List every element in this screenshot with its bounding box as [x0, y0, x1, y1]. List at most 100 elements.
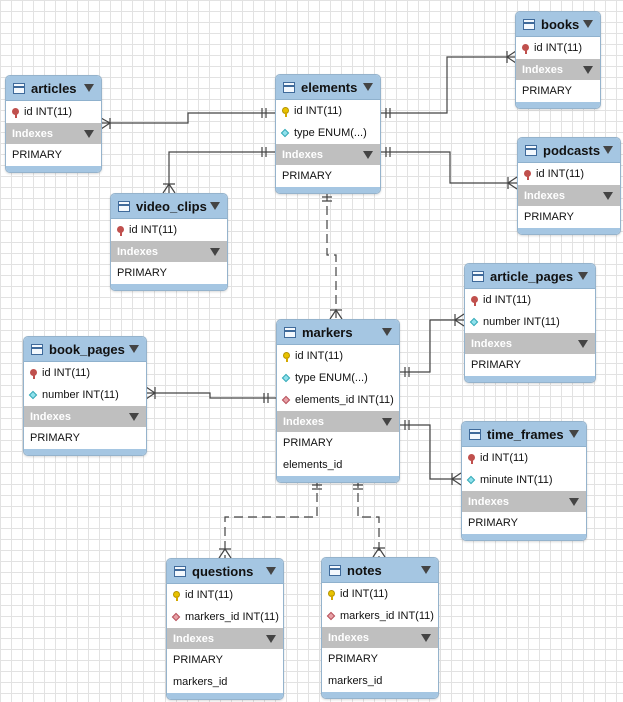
table-markers[interactable]: markers id INT(11) type ENUM(...) elemen…	[276, 319, 400, 483]
index-row[interactable]: PRIMARY	[518, 206, 620, 228]
table-book-pages[interactable]: book_pages id INT(11) number INT(11) Ind…	[23, 336, 147, 456]
index-label: PRIMARY	[173, 654, 223, 666]
column-row[interactable]: id INT(11)	[462, 447, 586, 469]
column-row[interactable]: id INT(11)	[111, 219, 227, 241]
column-row[interactable]: id INT(11)	[167, 584, 283, 606]
index-row[interactable]: markers_id	[167, 671, 283, 693]
diamond-cyan-icon	[468, 476, 475, 485]
collapse-triangle-icon[interactable]	[578, 272, 588, 280]
table-name: notes	[347, 562, 382, 578]
table-time-frames[interactable]: time_frames id INT(11) minute INT(11) In…	[461, 421, 587, 541]
table-header[interactable]: articles	[6, 76, 101, 101]
table-article-pages[interactable]: article_pages id INT(11) number INT(11) …	[464, 263, 596, 383]
table-header[interactable]: questions	[167, 559, 283, 584]
collapse-triangle-icon[interactable]	[421, 634, 431, 642]
index-row[interactable]: markers_id	[322, 670, 438, 692]
table-elements[interactable]: elements id INT(11) type ENUM(...) Index…	[275, 74, 381, 194]
indexes-band[interactable]: Indexes	[462, 491, 586, 512]
table-video-clips[interactable]: video_clips id INT(11) Indexes PRIMARY	[110, 193, 228, 291]
index-row[interactable]: PRIMARY	[516, 80, 600, 102]
collapse-triangle-icon[interactable]	[382, 328, 392, 336]
column-row[interactable]: id INT(11)	[518, 163, 620, 185]
collapse-triangle-icon[interactable]	[569, 430, 579, 438]
collapse-triangle-icon[interactable]	[583, 20, 593, 28]
column-row[interactable]: type ENUM(...)	[277, 367, 399, 389]
table-notes[interactable]: notes id INT(11) markers_id INT(11) Inde…	[321, 557, 439, 699]
table-header[interactable]: books	[516, 12, 600, 37]
index-row[interactable]: PRIMARY	[6, 144, 101, 166]
table-header[interactable]: video_clips	[111, 194, 227, 219]
indexes-band[interactable]: Indexes	[111, 241, 227, 262]
column-row[interactable]: elements_id INT(11)	[277, 389, 399, 411]
collapse-triangle-icon[interactable]	[421, 566, 431, 574]
indexes-band[interactable]: Indexes	[167, 628, 283, 649]
index-row[interactable]: PRIMARY	[167, 649, 283, 671]
indexes-band[interactable]: Indexes	[277, 411, 399, 432]
collapse-triangle-icon[interactable]	[266, 635, 276, 643]
table-articles[interactable]: articles id INT(11) Indexes PRIMARY	[5, 75, 102, 173]
table-header[interactable]: elements	[276, 75, 380, 100]
table-books[interactable]: books id INT(11) Indexes PRIMARY	[515, 11, 601, 109]
collapse-triangle-icon[interactable]	[266, 567, 276, 575]
column-row[interactable]: markers_id INT(11)	[322, 605, 438, 627]
collapse-triangle-icon[interactable]	[84, 84, 94, 92]
collapse-triangle-icon[interactable]	[210, 202, 220, 210]
column-label: id INT(11)	[480, 452, 529, 464]
collapse-triangle-icon[interactable]	[583, 66, 593, 74]
table-header[interactable]: time_frames	[462, 422, 586, 447]
column-row[interactable]: number INT(11)	[465, 311, 595, 333]
table-questions[interactable]: questions id INT(11) markers_id INT(11) …	[166, 558, 284, 700]
column-row[interactable]: id INT(11)	[465, 289, 595, 311]
column-row[interactable]: id INT(11)	[322, 583, 438, 605]
table-header[interactable]: article_pages	[465, 264, 595, 289]
collapse-triangle-icon[interactable]	[84, 130, 94, 138]
collapse-triangle-icon[interactable]	[363, 151, 373, 159]
indexes-band[interactable]: Indexes	[322, 627, 438, 648]
collapse-triangle-icon[interactable]	[382, 418, 392, 426]
indexes-label: Indexes	[524, 189, 565, 202]
index-row[interactable]: PRIMARY	[111, 262, 227, 284]
indexes-band[interactable]: Indexes	[24, 406, 146, 427]
table-name: elements	[301, 79, 358, 95]
table-podcasts[interactable]: podcasts id INT(11) Indexes PRIMARY	[517, 137, 621, 235]
collapse-triangle-icon[interactable]	[603, 192, 613, 200]
relationship-video-clips-elements	[168, 151, 275, 193]
column-row[interactable]: markers_id INT(11)	[167, 606, 283, 628]
table-header[interactable]: podcasts	[518, 138, 620, 163]
indexes-band[interactable]: Indexes	[465, 333, 595, 354]
table-header[interactable]: markers	[277, 320, 399, 345]
collapse-triangle-icon[interactable]	[603, 146, 613, 154]
index-row[interactable]: PRIMARY	[24, 427, 146, 449]
column-row[interactable]: id INT(11)	[276, 100, 380, 122]
relationship-notes-markers	[357, 479, 380, 557]
index-label: PRIMARY	[328, 653, 378, 665]
collapse-triangle-icon[interactable]	[129, 413, 139, 421]
index-row[interactable]: PRIMARY	[276, 165, 380, 187]
collapse-triangle-icon[interactable]	[363, 83, 373, 91]
column-label: type ENUM(...)	[295, 372, 368, 384]
table-header[interactable]: notes	[322, 558, 438, 583]
column-row[interactable]: id INT(11)	[24, 362, 146, 384]
column-row[interactable]: id INT(11)	[516, 37, 600, 59]
column-row[interactable]: minute INT(11)	[462, 469, 586, 491]
column-row[interactable]: id INT(11)	[6, 101, 101, 123]
index-row[interactable]: elements_id	[277, 454, 399, 476]
column-label: elements_id INT(11)	[295, 394, 394, 406]
collapse-triangle-icon[interactable]	[569, 498, 579, 506]
indexes-band[interactable]: Indexes	[6, 123, 101, 144]
collapse-triangle-icon[interactable]	[578, 340, 588, 348]
column-row[interactable]: number INT(11)	[24, 384, 146, 406]
column-row[interactable]: type ENUM(...)	[276, 122, 380, 144]
index-row[interactable]: PRIMARY	[277, 432, 399, 454]
index-row[interactable]: PRIMARY	[462, 512, 586, 534]
indexes-band[interactable]: Indexes	[276, 144, 380, 165]
table-footer	[6, 166, 101, 172]
indexes-band[interactable]: Indexes	[516, 59, 600, 80]
collapse-triangle-icon[interactable]	[210, 248, 220, 256]
indexes-band[interactable]: Indexes	[518, 185, 620, 206]
index-row[interactable]: PRIMARY	[465, 354, 595, 376]
index-row[interactable]: PRIMARY	[322, 648, 438, 670]
collapse-triangle-icon[interactable]	[129, 345, 139, 353]
table-header[interactable]: book_pages	[24, 337, 146, 362]
column-row[interactable]: id INT(11)	[277, 345, 399, 367]
